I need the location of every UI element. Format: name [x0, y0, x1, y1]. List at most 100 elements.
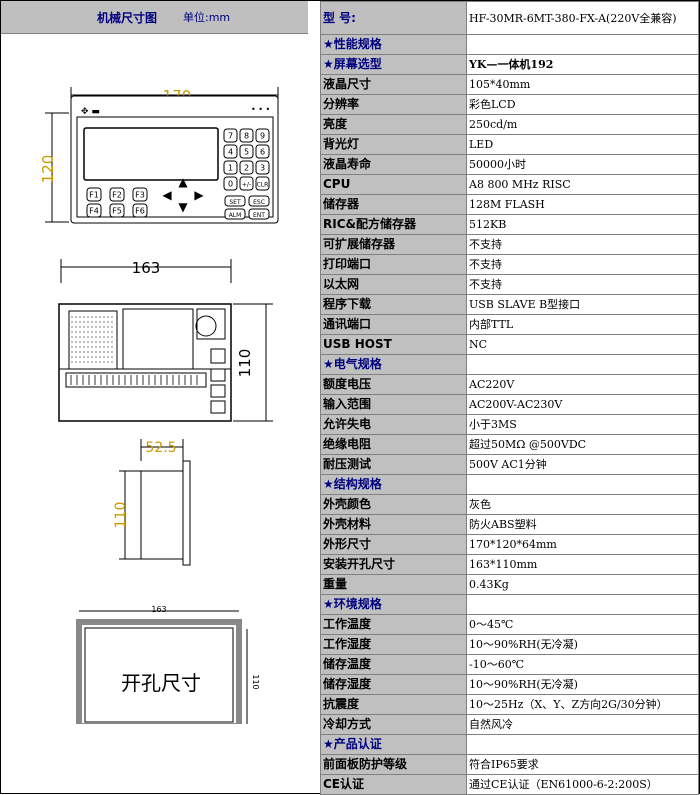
- spec-value: -10～60℃: [466, 654, 699, 675]
- spec-value: 灰色: [466, 494, 699, 515]
- spec-key: 工作温度: [320, 614, 467, 635]
- spec-key: CE认证: [320, 774, 467, 795]
- function-15-key-label: F4: [89, 207, 99, 216]
- mechanical-drawing-panel: 机械尺寸图 单位:mm 170 120 ✥ ▬ • • • 7894561230…: [1, 1, 308, 792]
- spec-value: 163*110mm: [466, 554, 699, 575]
- spec-key: ★电气规格: [320, 354, 467, 375]
- spec-key: RIC&配方储存器: [320, 214, 467, 235]
- function-14-key: [132, 187, 148, 202]
- spec-row: 允许失电小于3MS: [320, 414, 699, 435]
- function-17-key: [132, 203, 148, 218]
- spec-key: 外壳颜色: [320, 494, 467, 515]
- spec-key: 背光灯: [320, 134, 467, 155]
- function-12-key: [86, 187, 102, 202]
- depth-height-dimension: 110: [113, 502, 129, 529]
- spec-row: CE认证通过CE认证（EN61000-6-2:200S）: [320, 774, 699, 795]
- spec-key: 输入范围: [320, 394, 467, 415]
- spec-value: [466, 594, 699, 615]
- spec-key: 储存温度: [320, 654, 467, 675]
- spec-value: [466, 734, 699, 755]
- spec-key: USB HOST: [320, 334, 467, 355]
- arrow-key-1: ◀: [162, 188, 172, 202]
- spec-value: LED: [466, 134, 699, 155]
- spec-value: 500V AC1分钟: [466, 454, 699, 475]
- keypad-1-key: [239, 128, 254, 143]
- spec-key: 外壳材料: [320, 514, 467, 535]
- spec-key: 耐压测试: [320, 454, 467, 475]
- spec-value: A8 800 MHz RISC: [466, 174, 699, 195]
- spec-key: 抗震度: [320, 694, 467, 715]
- depth-view-drawing: 52.5 110: [113, 439, 191, 566]
- keypad-5-key-label: 6: [260, 148, 265, 157]
- spec-value: 防火ABS塑料: [466, 514, 699, 535]
- cutout-label: 开孔尺寸: [121, 671, 201, 695]
- spec-value: YK—一体机192: [466, 54, 699, 75]
- spec-key: 程序下载: [320, 294, 467, 315]
- spec-value: 128M FLASH: [466, 194, 699, 215]
- spec-value: 不支持: [466, 254, 699, 275]
- control-19-key-label: ESC: [253, 199, 265, 206]
- spec-row: 外壳颜色灰色: [320, 494, 699, 515]
- keypad-11-key: [255, 176, 270, 191]
- spec-value: 512KB: [466, 214, 699, 235]
- control-19-key: [248, 195, 270, 207]
- spec-key: CPU: [320, 174, 467, 195]
- spec-row: 分辨率彩色LCD: [320, 94, 699, 115]
- unit-label: 单位:mm: [183, 11, 231, 24]
- keypad-11-key-label: CLR: [257, 182, 269, 189]
- spec-value: 0～45℃: [466, 614, 699, 635]
- keypad-9-key-label: 0: [228, 180, 233, 189]
- spec-key: 允许失电: [320, 414, 467, 435]
- spec-value: 0.43Kg: [466, 574, 699, 595]
- spec-key: ★结构规格: [320, 474, 467, 495]
- spec-value: 彩色LCD: [466, 94, 699, 115]
- control-20-key: [224, 208, 246, 220]
- spec-row: 外壳材料防火ABS塑料: [320, 514, 699, 535]
- model-row: 型 号: HF-30MR-6MT-380-FX-A(220V全兼容): [320, 1, 699, 35]
- spec-key: 外形尺寸: [320, 534, 467, 555]
- control-18-key: [224, 195, 246, 207]
- spec-value: 不支持: [466, 234, 699, 255]
- spec-value: 105*40mm: [466, 74, 699, 95]
- spec-row: 冷却方式自然风冷: [320, 714, 699, 735]
- arrow-key-3: ▼: [178, 200, 188, 214]
- keypad-6-key: [223, 160, 238, 175]
- spec-value: 50000小时: [466, 154, 699, 175]
- spec-value: USB SLAVE B型接口: [466, 294, 699, 315]
- rear-width-dimension: 163: [132, 259, 161, 277]
- spec-row: 打印端口不支持: [320, 254, 699, 275]
- spec-value: 10～90%RH(无冷凝): [466, 674, 699, 695]
- spec-key: ★屏幕选型: [320, 54, 467, 75]
- svg-text:• • •: • • •: [251, 105, 270, 114]
- spec-value: [466, 34, 699, 55]
- function-14-key-label: F3: [135, 191, 145, 200]
- keypad-3-key-label: 4: [228, 148, 233, 157]
- spec-key: 分辨率: [320, 94, 467, 115]
- keypad-0-key-label: 7: [228, 132, 233, 141]
- keypad-8-key-label: 3: [260, 164, 265, 173]
- spec-value: AC220V: [466, 374, 699, 395]
- spec-value: 通过CE认证（EN61000-6-2:200S）: [466, 774, 699, 795]
- arrow-key-2: ▶: [194, 188, 204, 202]
- spec-value: 10～25Hz（X、Y、Z方向2G/30分钟）: [466, 694, 699, 715]
- spec-row: 通讯端口内部TTL: [320, 314, 699, 335]
- cutout-drawing: 163 110 开孔尺寸: [76, 605, 260, 724]
- spec-key: 液晶尺寸: [320, 74, 467, 95]
- spec-table-container: 型 号: HF-30MR-6MT-380-FX-A(220V全兼容) ★性能规格…: [320, 1, 699, 795]
- spec-key: 通讯端口: [320, 314, 467, 335]
- spec-key: 安装开孔尺寸: [320, 554, 467, 575]
- function-13-key-label: F2: [112, 191, 122, 200]
- function-16-key-label: F5: [112, 207, 122, 216]
- drawing-title-bar: 机械尺寸图 单位:mm: [1, 1, 308, 34]
- rear-height-dimension: 110: [236, 349, 254, 378]
- spec-value: 内部TTL: [466, 314, 699, 335]
- spec-row: 前面板防护等级符合IP65要求: [320, 754, 699, 775]
- spec-section-row: ★环境规格: [320, 594, 699, 615]
